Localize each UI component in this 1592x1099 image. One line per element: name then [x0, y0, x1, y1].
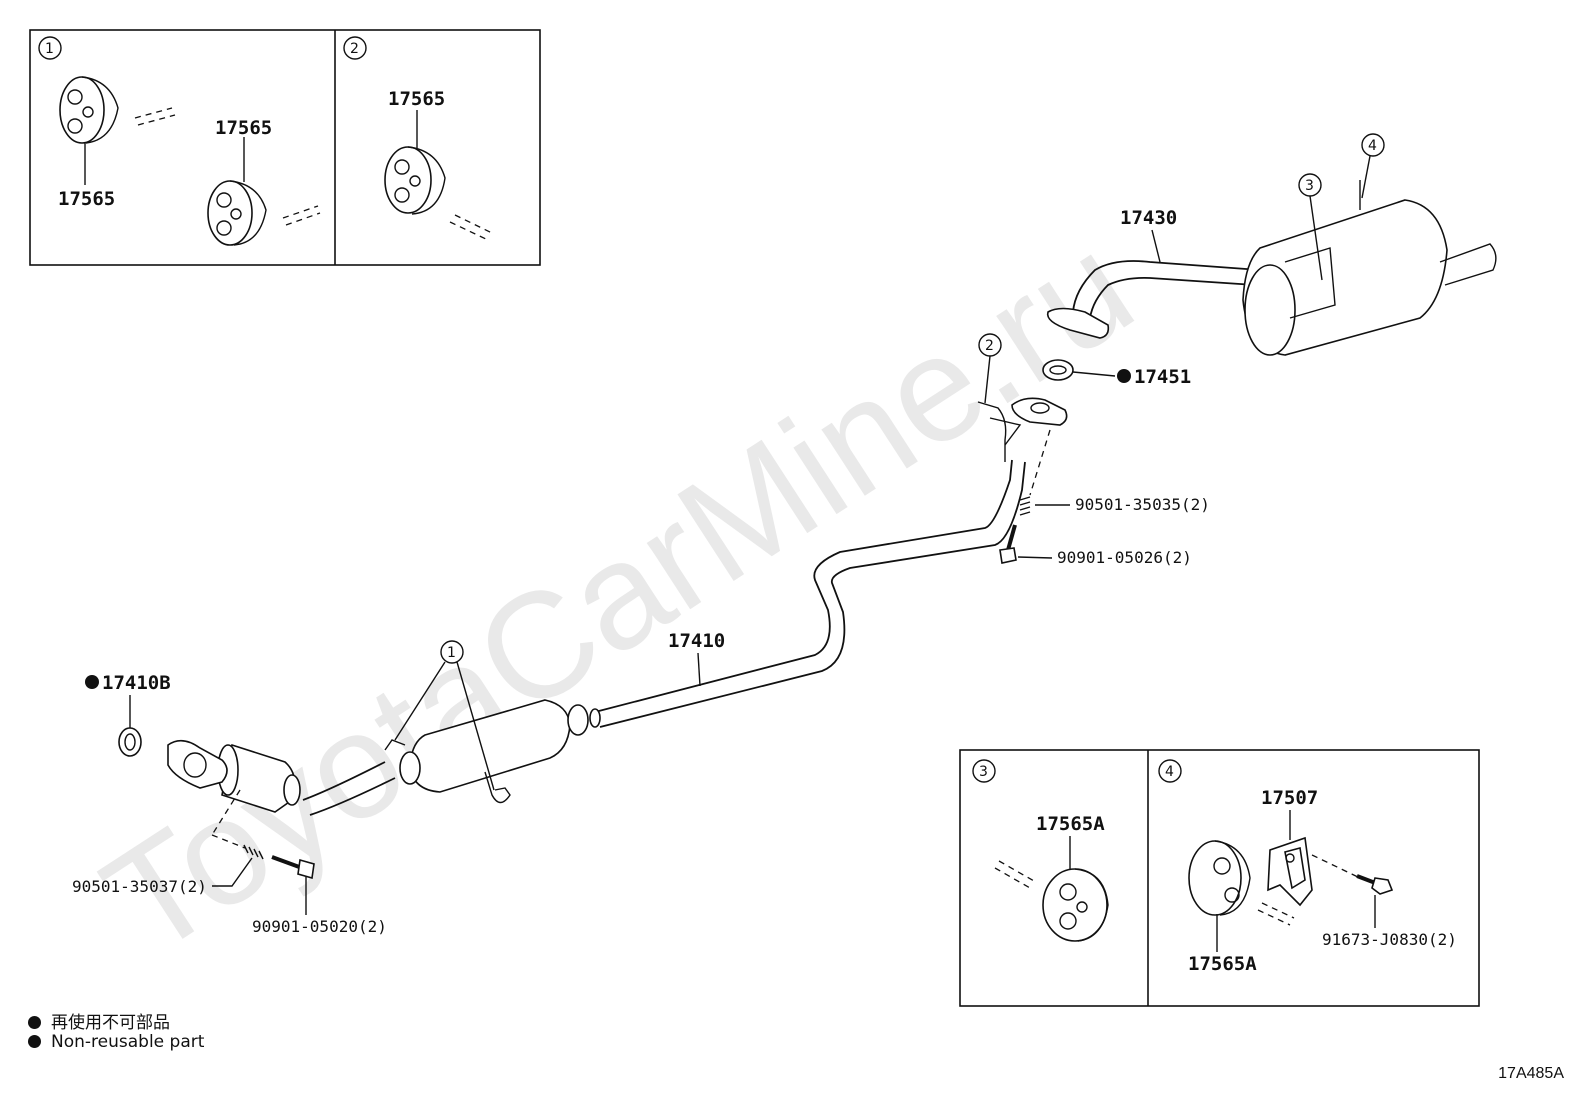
label-bolt-front: 90901-05020(2) [252, 917, 387, 936]
label-tail-pipe: 17430 [1120, 207, 1177, 229]
gasket-front-icon [118, 727, 142, 757]
inset-3-label: 17565A [1036, 813, 1105, 835]
bracket-icon [1267, 836, 1313, 907]
bolt-front-icon [271, 855, 315, 880]
non-reusable-dot-icon [1117, 369, 1131, 383]
callout-1: 1 [394, 640, 495, 791]
svg-text:4: 4 [1368, 138, 1377, 154]
inset-1-label-top: 17565 [215, 117, 272, 139]
inset-4-label-bolt: 91673-J0830(2) [1322, 930, 1457, 949]
svg-text:2: 2 [985, 338, 994, 354]
gasket-rear-icon [1042, 359, 1074, 381]
hanger-rubber-icon [1188, 840, 1251, 916]
svg-text:1: 1 [447, 645, 456, 661]
inset-3-4 [959, 749, 1480, 1007]
hanger-rubber-icon [207, 180, 267, 246]
bolt-icon [1356, 874, 1394, 895]
hanger-rubber-icon [1042, 868, 1109, 942]
inset-1-2 [29, 29, 541, 266]
label-spring-rear: 90501-35035(2) [1075, 495, 1210, 514]
callout-2: 2 [978, 333, 1002, 404]
legend-jp: 再使用不可部品 [28, 1008, 170, 1033]
hanger-rubber-icon [59, 76, 119, 144]
label-center-pipe: 17410 [668, 630, 725, 652]
non-reusable-dot-icon [28, 1016, 41, 1029]
tail-pipe-muffler [1046, 180, 1497, 356]
non-reusable-dot-icon [85, 675, 99, 689]
inset-2-label: 17565 [388, 88, 445, 110]
inset-1-label-bottom: 17565 [58, 188, 115, 210]
label-bolt-rear: 90901-05026(2) [1057, 548, 1192, 567]
callout-4: 4 [1361, 133, 1385, 199]
hanger-rubber-icon [384, 146, 446, 215]
bolt-rear-icon [999, 524, 1017, 564]
center-exhaust-pipe [167, 397, 1068, 816]
non-reusable-dot-icon [28, 1035, 41, 1048]
inset-2-number: 2 [350, 41, 359, 57]
inset-4-label-hanger: 17565A [1188, 953, 1257, 975]
inset-2: 2 17565 [343, 36, 493, 241]
inset-1: 1 17565 17565 [38, 36, 321, 246]
spring-front-icon [243, 844, 264, 860]
inset-3: 3 17565A [972, 759, 1109, 942]
inset-4-label-bracket: 17507 [1261, 787, 1318, 809]
callout-3: 3 [1298, 173, 1323, 281]
inset-4: 4 17507 91673-J0830(2) 17565A [1158, 759, 1457, 975]
inset-4-number: 4 [1165, 764, 1174, 780]
legend-en: Non-reusable part [28, 1032, 204, 1052]
svg-text:3: 3 [1305, 178, 1314, 194]
inset-3-number: 3 [979, 764, 988, 780]
label-gasket-rear: 17451 [1134, 366, 1191, 388]
label-spring-front: 90501-35037(2) [72, 877, 207, 896]
spring-rear-icon [1019, 496, 1031, 516]
inset-1-number: 1 [45, 41, 54, 57]
label-gasket-front: 17410B [102, 672, 171, 694]
reference-code: 17A485A [1498, 1065, 1564, 1082]
